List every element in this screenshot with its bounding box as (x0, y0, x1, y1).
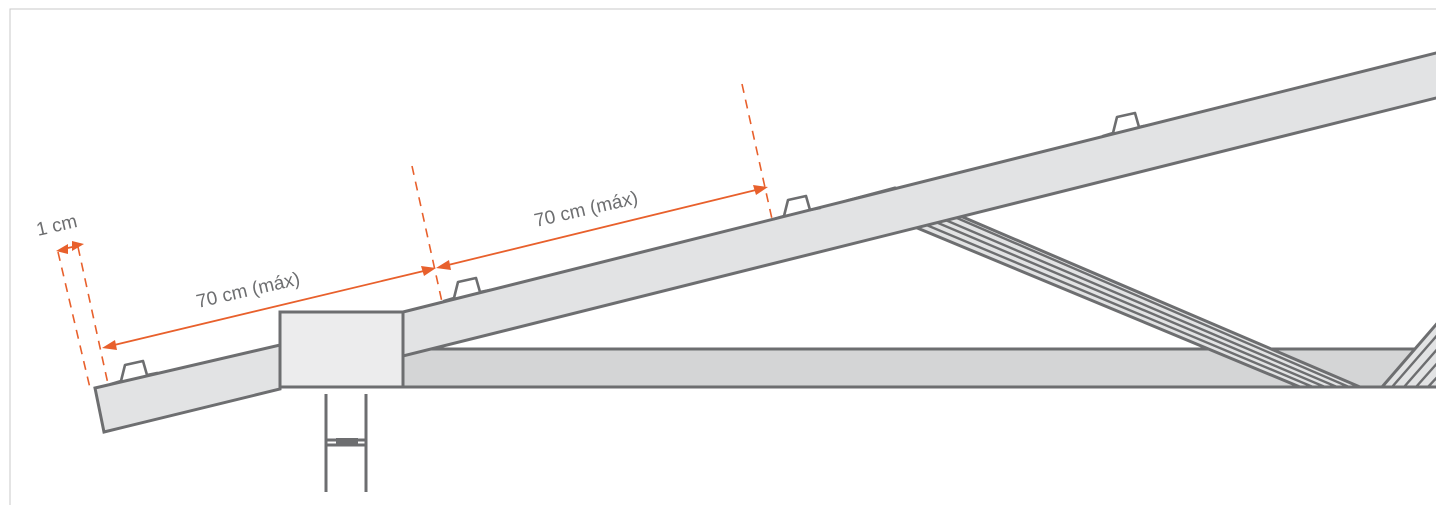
diagram-frame (9, 8, 1436, 505)
reference-dashed-lines (57, 83, 773, 389)
batten-1 (109, 359, 159, 386)
batten-4 (1101, 111, 1151, 138)
dimension-label-1cm: 1 cm (34, 211, 79, 241)
bottom-chord (401, 347, 1436, 389)
batten-3 (772, 194, 822, 221)
dimension-70cm-arrow-1 (102, 266, 436, 350)
dimension-70cm-arrow-2 (436, 185, 768, 270)
rafter (401, 51, 1436, 358)
wall-post (324, 394, 368, 492)
right-web-member (1378, 322, 1436, 389)
batten-2 (442, 276, 492, 303)
dimension-label-spacing-2: 70 cm (máx) (532, 188, 640, 232)
rafter-eave (93, 343, 282, 434)
wall-plate (278, 310, 405, 389)
dimension-label-spacing-1: 70 cm (máx) (194, 269, 302, 313)
dimension-1cm-arrow (56, 241, 84, 254)
